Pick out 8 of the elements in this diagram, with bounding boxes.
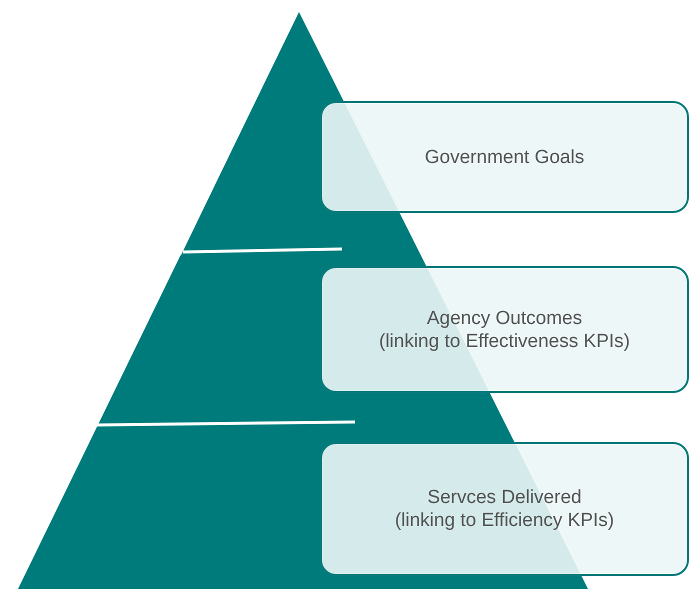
tier-label-box	[320, 442, 689, 576]
tier-title: Servces Delivered	[427, 486, 582, 509]
tier-title: Government Goals	[424, 146, 584, 168]
tier-label-box	[320, 266, 689, 393]
tier-title: Agency Outcomes	[426, 306, 582, 330]
tier-subtitle: (linking to Effectiveness KPIs)	[379, 330, 630, 352]
tier-label-box	[320, 101, 689, 213]
tier-subtitle: (linking to Efficiency KPIs)	[394, 509, 614, 532]
